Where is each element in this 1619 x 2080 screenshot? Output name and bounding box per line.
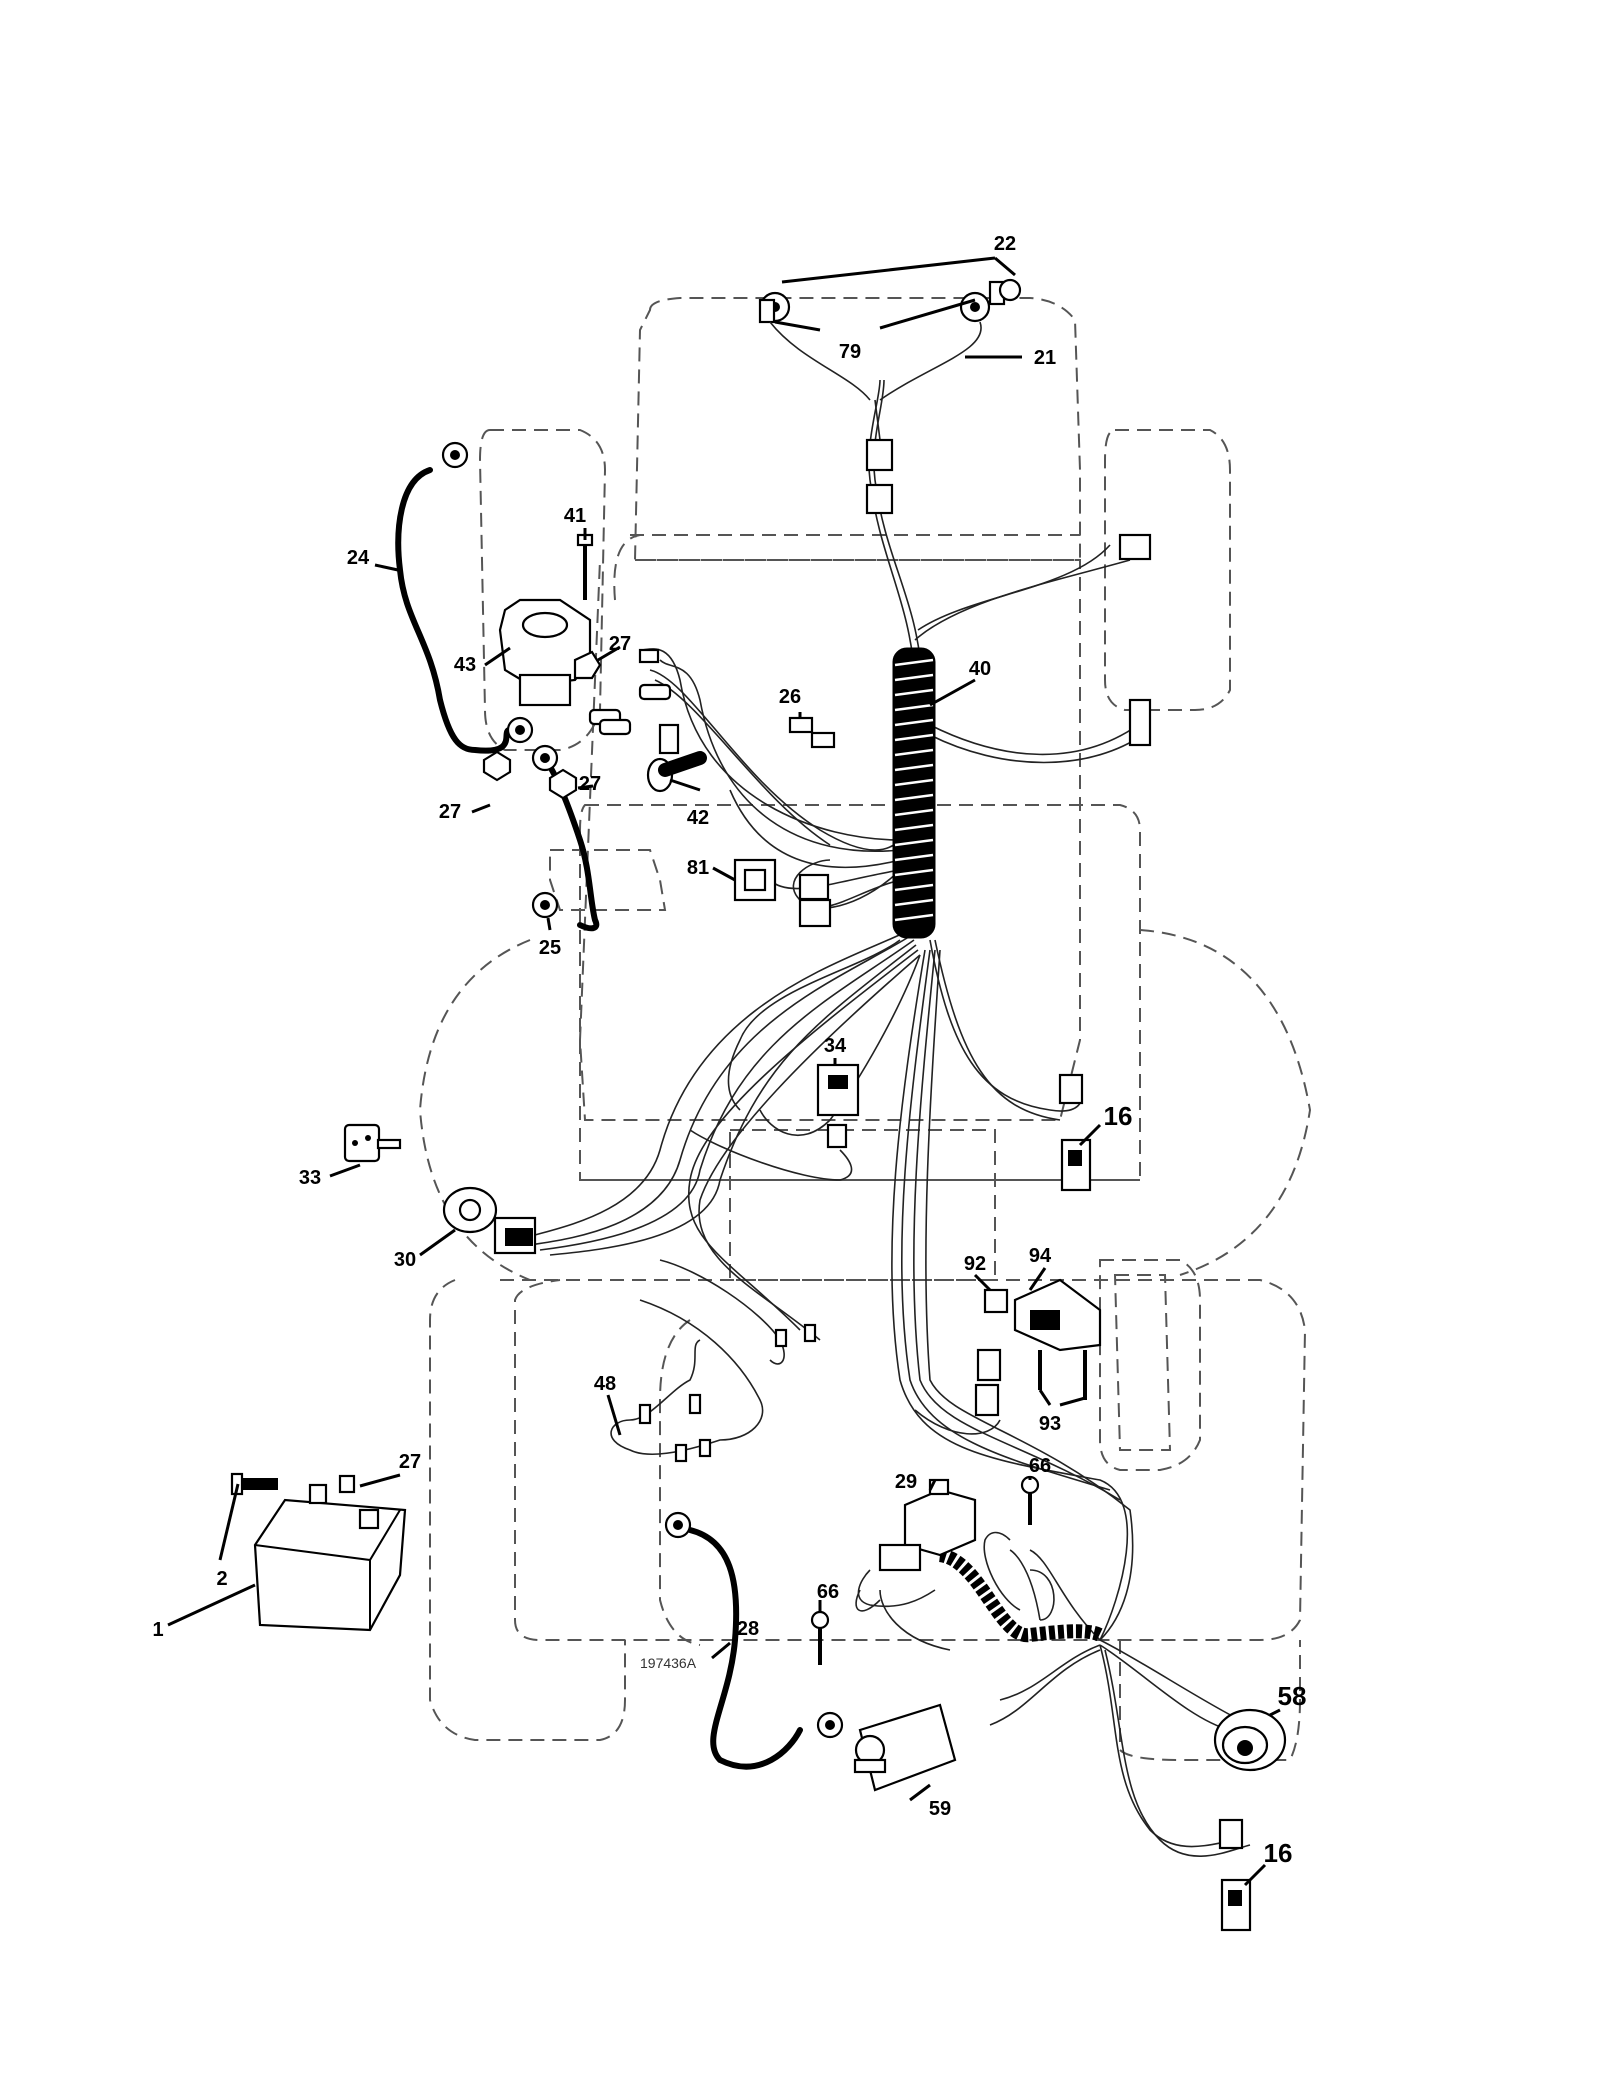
callout-93: 93 [1039,1413,1061,1435]
ignition-key [343,1123,402,1163]
headlight-connector [865,438,894,472]
ignition-switch [442,1186,537,1255]
callout-26: 26 [779,686,801,708]
battery [253,1483,407,1632]
callout-34: 34 [824,1035,847,1057]
callout-16-upper: 16 [1104,1101,1133,1131]
pto-switch-94 [1013,1278,1102,1400]
hex-nut [573,650,602,680]
callout-58: 58 [1278,1681,1307,1711]
screw-66-right [1020,1475,1040,1525]
callout-81: 81 [687,857,709,879]
light-switch [816,1063,860,1149]
callout-66-right: 66 [1029,1455,1051,1477]
screw-66-lower [810,1610,830,1665]
battery-nut [338,1474,356,1494]
components [230,278,1287,1932]
callout-94: 94 [1029,1245,1052,1267]
callout-48: 48 [594,1373,616,1395]
callout-16-lower: 16 [1264,1838,1293,1868]
callout-22: 22 [994,233,1016,255]
callout-59: 59 [929,1798,951,1820]
pto-switch-29 [878,1478,977,1572]
callout-27-battery: 27 [399,1451,421,1473]
voltage-regulator [853,1703,957,1792]
callout-27-right: 27 [579,773,601,795]
callout-2: 2 [216,1568,227,1590]
starter-solenoid [498,533,594,707]
leader-lines [167,256,1281,1887]
drawing-number: 197436A [640,1655,697,1671]
callout-1: 1 [152,1619,163,1641]
seat-switch-lower [1218,1818,1252,1932]
callout-40: 40 [969,658,991,680]
callout-43: 43 [454,654,476,676]
callout-92: 92 [964,1253,986,1275]
callout-33: 33 [299,1167,321,1189]
callout-24: 24 [347,547,370,569]
callout-29: 29 [895,1471,917,1493]
headlight-right [959,278,1022,323]
headlight-left [758,291,791,324]
callout-66-lower: 66 [817,1581,839,1603]
callout-42: 42 [687,807,709,829]
seat-switch-upper [1058,1073,1092,1192]
callout-21: 21 [1034,347,1056,369]
harness-wires [519,379,1251,1857]
electric-clutch-58 [1213,1708,1287,1772]
callout-79: 79 [839,341,861,363]
callout-labels: 22 79 21 24 41 43 27 27 27 26 40 42 81 2… [152,233,1306,1868]
relay [733,858,832,928]
callout-41: 41 [564,505,586,527]
callout-28: 28 [737,1618,759,1640]
battery-bolt [230,1472,278,1496]
tractor-outline [418,297,1312,1761]
callout-27-left: 27 [439,801,461,823]
callout-30: 30 [394,1249,416,1271]
callout-25: 25 [539,937,561,959]
callout-27-solenoid: 27 [609,633,631,655]
convoluted-sleeve [892,647,1104,1643]
